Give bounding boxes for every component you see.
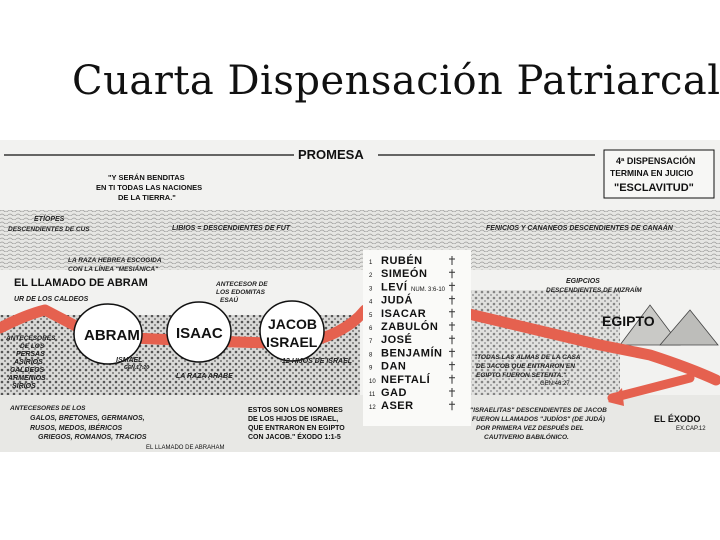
- isaac-label: ISAAC: [176, 325, 223, 342]
- hijos-note-3: QUE ENTRARON EN EGIPTO: [248, 425, 345, 432]
- tribe-name: ASER: [381, 400, 414, 412]
- egipto-label: EGIPTO: [602, 313, 655, 329]
- promesa-label: PROMESA: [298, 147, 364, 162]
- tribe-name: GAD: [381, 387, 407, 399]
- blessing-line3: DE LA TIERRA.": [118, 193, 176, 202]
- abram-label: ABRAM: [84, 327, 140, 344]
- tribe-name: ISACAR: [381, 308, 426, 320]
- israelitas-note-3: POR PRIMERA VEZ DESPUÉS DEL: [476, 423, 584, 432]
- edomitas-line1: ANTECESOR DE: [215, 281, 268, 288]
- antecesores-left-4: ASIRIOS: [13, 359, 43, 366]
- antecesores-left-1: ANTECESORES: [5, 335, 56, 342]
- fenicios-label: FENICIOS Y CANANEOS DESCENDIENTES DE CAN…: [486, 223, 674, 232]
- tribe-number: 11: [369, 392, 376, 398]
- antecesores-left-6: ARMENIOS: [7, 375, 46, 382]
- hijos-note-4: CON JACOB." ÉXODO 1:1-5: [248, 432, 341, 441]
- slide-title: Cuarta Dispensación Patriarcal: [72, 58, 720, 104]
- israelitas-note-2: FUERON LLAMADOS "JUDÍOS" (DE JUDÁ): [472, 414, 605, 423]
- etiopes-line2: DESCENDIENTES DE CUS: [8, 226, 90, 233]
- almas-note-1: "TODAS LAS ALMAS DE LA CASA: [474, 354, 581, 361]
- tribe-name: ZABULÓN: [381, 320, 438, 333]
- dispensation-chart: PROMESA 4ª DISPENSACIÓN TERMINA EN JUICI…: [0, 140, 720, 452]
- edomitas-line3: ESAÚ: [220, 295, 238, 304]
- antecesores-left-2: DE LOS: [20, 343, 45, 350]
- almas-note-2: DE JACOB QUE ENTRARON EN: [476, 363, 575, 370]
- antecesores-left-7: SIRIOS: [12, 383, 36, 390]
- tribe-number: 12: [369, 405, 376, 411]
- raza-arabe-label: LA RAZA ARABE: [176, 373, 233, 380]
- tribe-name: NEFTALÍ: [381, 373, 431, 386]
- antecesores-bottom-3: RUSOS, MEDOS, IBÉRICOS: [30, 423, 123, 432]
- almas-note-4: GEN.46:27: [540, 381, 570, 387]
- exodo-label: EL ÉXODO: [654, 414, 700, 424]
- levi-note: NUM. 3:6-10: [411, 287, 446, 293]
- almas-note-3: EGIPTO FUERON SETENTA.": [476, 372, 567, 379]
- tribe-name: LEVÍ: [381, 280, 408, 293]
- tribe-name: JUDÁ: [381, 294, 413, 307]
- israelitas-note-1: "ISRAELITAS" DESCENDIENTES DE JACOB: [470, 407, 607, 414]
- doce-hijos-label: 12 HIJOS DE ISRAEL: [282, 358, 352, 365]
- tribe-name: JOSÉ: [381, 333, 412, 346]
- antecesores-left-3: PERSAS: [16, 351, 45, 358]
- abram-node: ABRAM: [74, 304, 142, 364]
- ur-label: UR DE LOS CALDEOS: [14, 296, 89, 303]
- isaac-node: ISAAC: [167, 302, 231, 362]
- ismael-line1: ISMAEL: [116, 357, 142, 364]
- egipcios-line2: DESCENDIENTES DE MIZRAÍM: [546, 285, 642, 294]
- tribe-number: 10: [369, 379, 376, 385]
- antecesores-left-5: CALDEOS: [10, 367, 45, 374]
- raza-hebrea-line1: LA RAZA HEBREA ESCOGIDA: [68, 257, 162, 264]
- libios-label: LIBIOS = DESCENDIENTES DE FUT: [172, 225, 291, 232]
- tribe-name: BENJAMÍN: [381, 346, 442, 359]
- dispensation-line3: "ESCLAVITUD": [614, 182, 694, 194]
- dispensation-line1: 4ª DISPENSACIÓN: [616, 155, 695, 166]
- raza-hebrea-line2: CON LA LÍNEA "MESIÁNICA": [68, 264, 159, 273]
- tribe-name: SIMEÓN: [381, 267, 427, 280]
- antecesores-bottom-2: GALOS, BRETONES, GERMANOS,: [30, 415, 145, 422]
- jacob-label-1: JACOB: [268, 316, 317, 332]
- blessing-line2: EN TI TODAS LAS NACIONES: [96, 183, 202, 192]
- blessing-line1: "Y SERÁN BENDITAS: [108, 173, 185, 182]
- antecesores-bottom-1: ANTECESORES DE LOS: [9, 405, 86, 412]
- ismael-line2: GEN.17:20: [124, 365, 149, 371]
- edomitas-line2: LOS EDOMITAS: [216, 289, 266, 296]
- hijos-note-2: DE LOS HIJOS DE ISRAEL,: [248, 416, 338, 423]
- llamado-label: EL LLAMADO DE ABRAM: [14, 277, 148, 289]
- tribe-name: DAN: [381, 361, 406, 373]
- bottom-ground: [0, 395, 720, 452]
- antecesores-bottom-4: GRIEGOS, ROMANOS, TRACIOS: [38, 434, 147, 441]
- dispensation-line2: TERMINA EN JUICIO: [610, 168, 694, 178]
- hijos-note-1: ESTOS SON LOS NOMBRES: [248, 407, 343, 414]
- jacob-label-2: ISRAEL: [266, 334, 318, 350]
- llamado-footer: EL LLAMADO DE ABRAHAM: [146, 445, 224, 451]
- egipcios-line1: EGIPCIOS: [566, 278, 600, 285]
- exodo-ref: EX.CAP.12: [676, 426, 706, 432]
- jacob-node: JACOB ISRAEL: [260, 301, 324, 361]
- israelitas-note-4: CAUTIVERIO BABILÓNICO.: [484, 432, 569, 441]
- tribe-name: RUBÉN: [381, 254, 423, 267]
- etiopes-line1: ETÍOPES: [34, 214, 65, 223]
